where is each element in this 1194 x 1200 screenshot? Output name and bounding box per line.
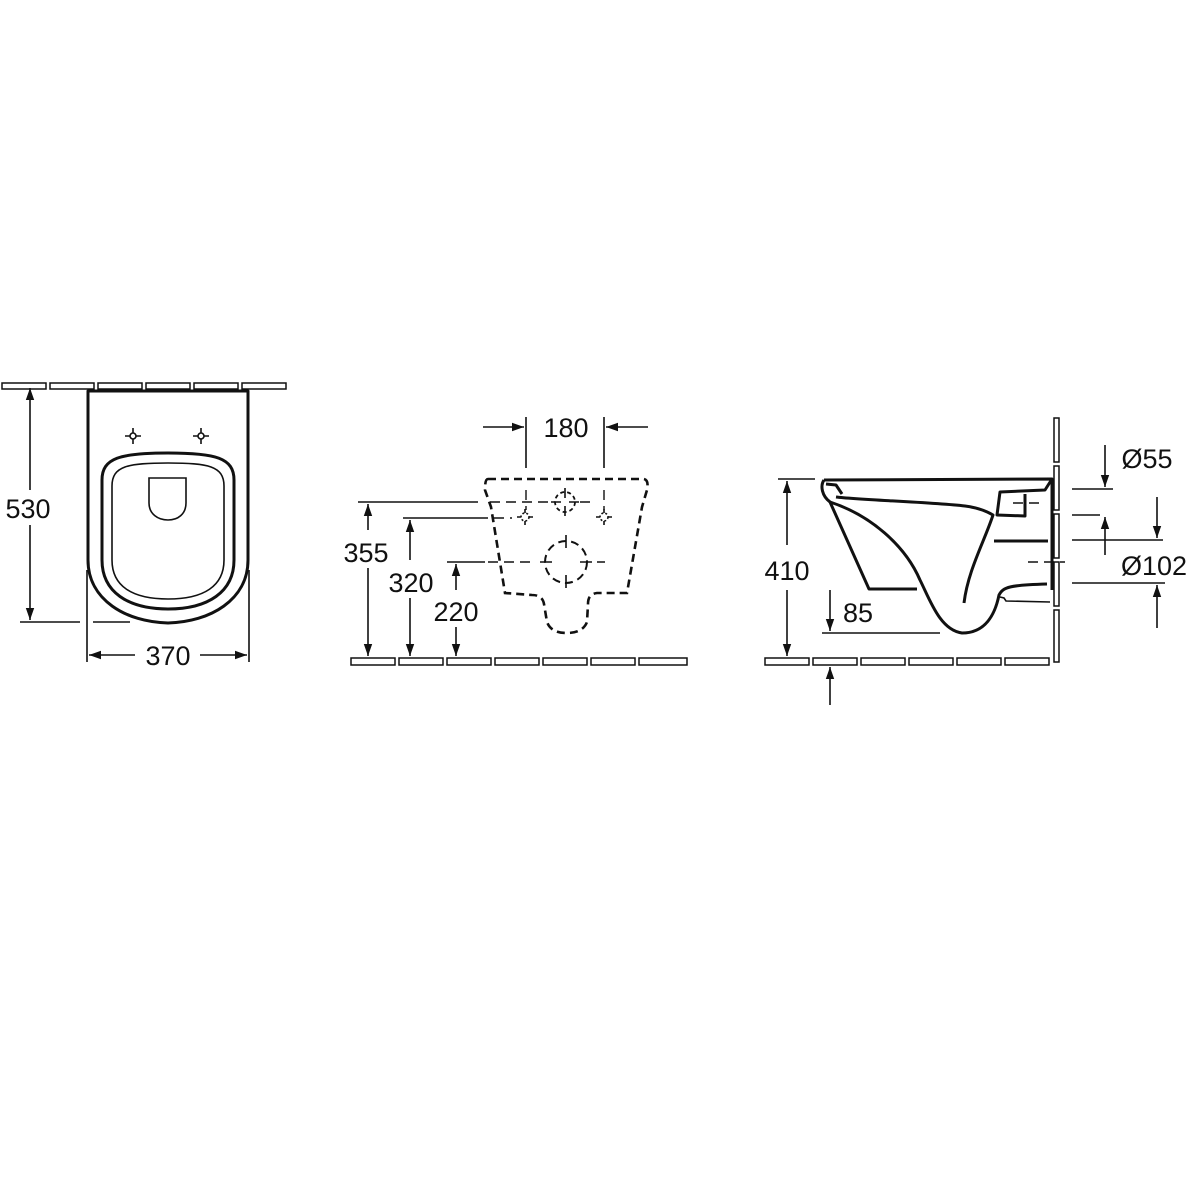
- toilet-profile: [820, 477, 1054, 635]
- fixing-holes: [517, 488, 612, 588]
- outlet-diameter-label: Ø102: [1121, 551, 1187, 581]
- height-355-dimension: 355: [343, 501, 478, 656]
- inlet-diameter-label: Ø55: [1121, 444, 1172, 474]
- rim-height-dimension: 410: [764, 478, 815, 656]
- floor-section: [764, 657, 1050, 666]
- fixing-spacing-label: 180: [543, 413, 588, 443]
- toilet-outline: [86, 389, 250, 625]
- wall-section: [1053, 417, 1060, 663]
- height-355-label: 355: [343, 538, 388, 568]
- depth-dimension: 530: [5, 388, 130, 623]
- wall-section: [1, 382, 287, 390]
- width-dimension: 370: [86, 570, 250, 671]
- inlet-diameter-dimension: Ø55: [1072, 444, 1173, 555]
- flush-opening: [148, 477, 187, 521]
- seat-outer: [100, 451, 236, 611]
- rim-height-label: 410: [764, 556, 809, 586]
- floor-section: [350, 657, 688, 666]
- height-220-label: 220: [433, 597, 478, 627]
- fixing-spacing-dimension: 180: [483, 413, 648, 468]
- top-view: 530 370: [1, 382, 287, 671]
- height-320-dimension: 320: [388, 517, 478, 656]
- fixing-point-icon: [125, 428, 209, 444]
- depth-label: 530: [5, 494, 50, 524]
- seat-inner: [111, 462, 225, 600]
- height-220-dimension: 220: [433, 561, 485, 656]
- side-view: 410 85 Ø55 Ø102: [764, 417, 1187, 705]
- wall-view: 180 355 320 220: [343, 413, 688, 666]
- outlet-diameter-dimension: Ø102: [1072, 497, 1187, 628]
- clearance-label: 85: [843, 598, 873, 628]
- width-label: 370: [145, 641, 190, 671]
- clearance-dimension: 85: [822, 590, 940, 705]
- height-320-label: 320: [388, 568, 433, 598]
